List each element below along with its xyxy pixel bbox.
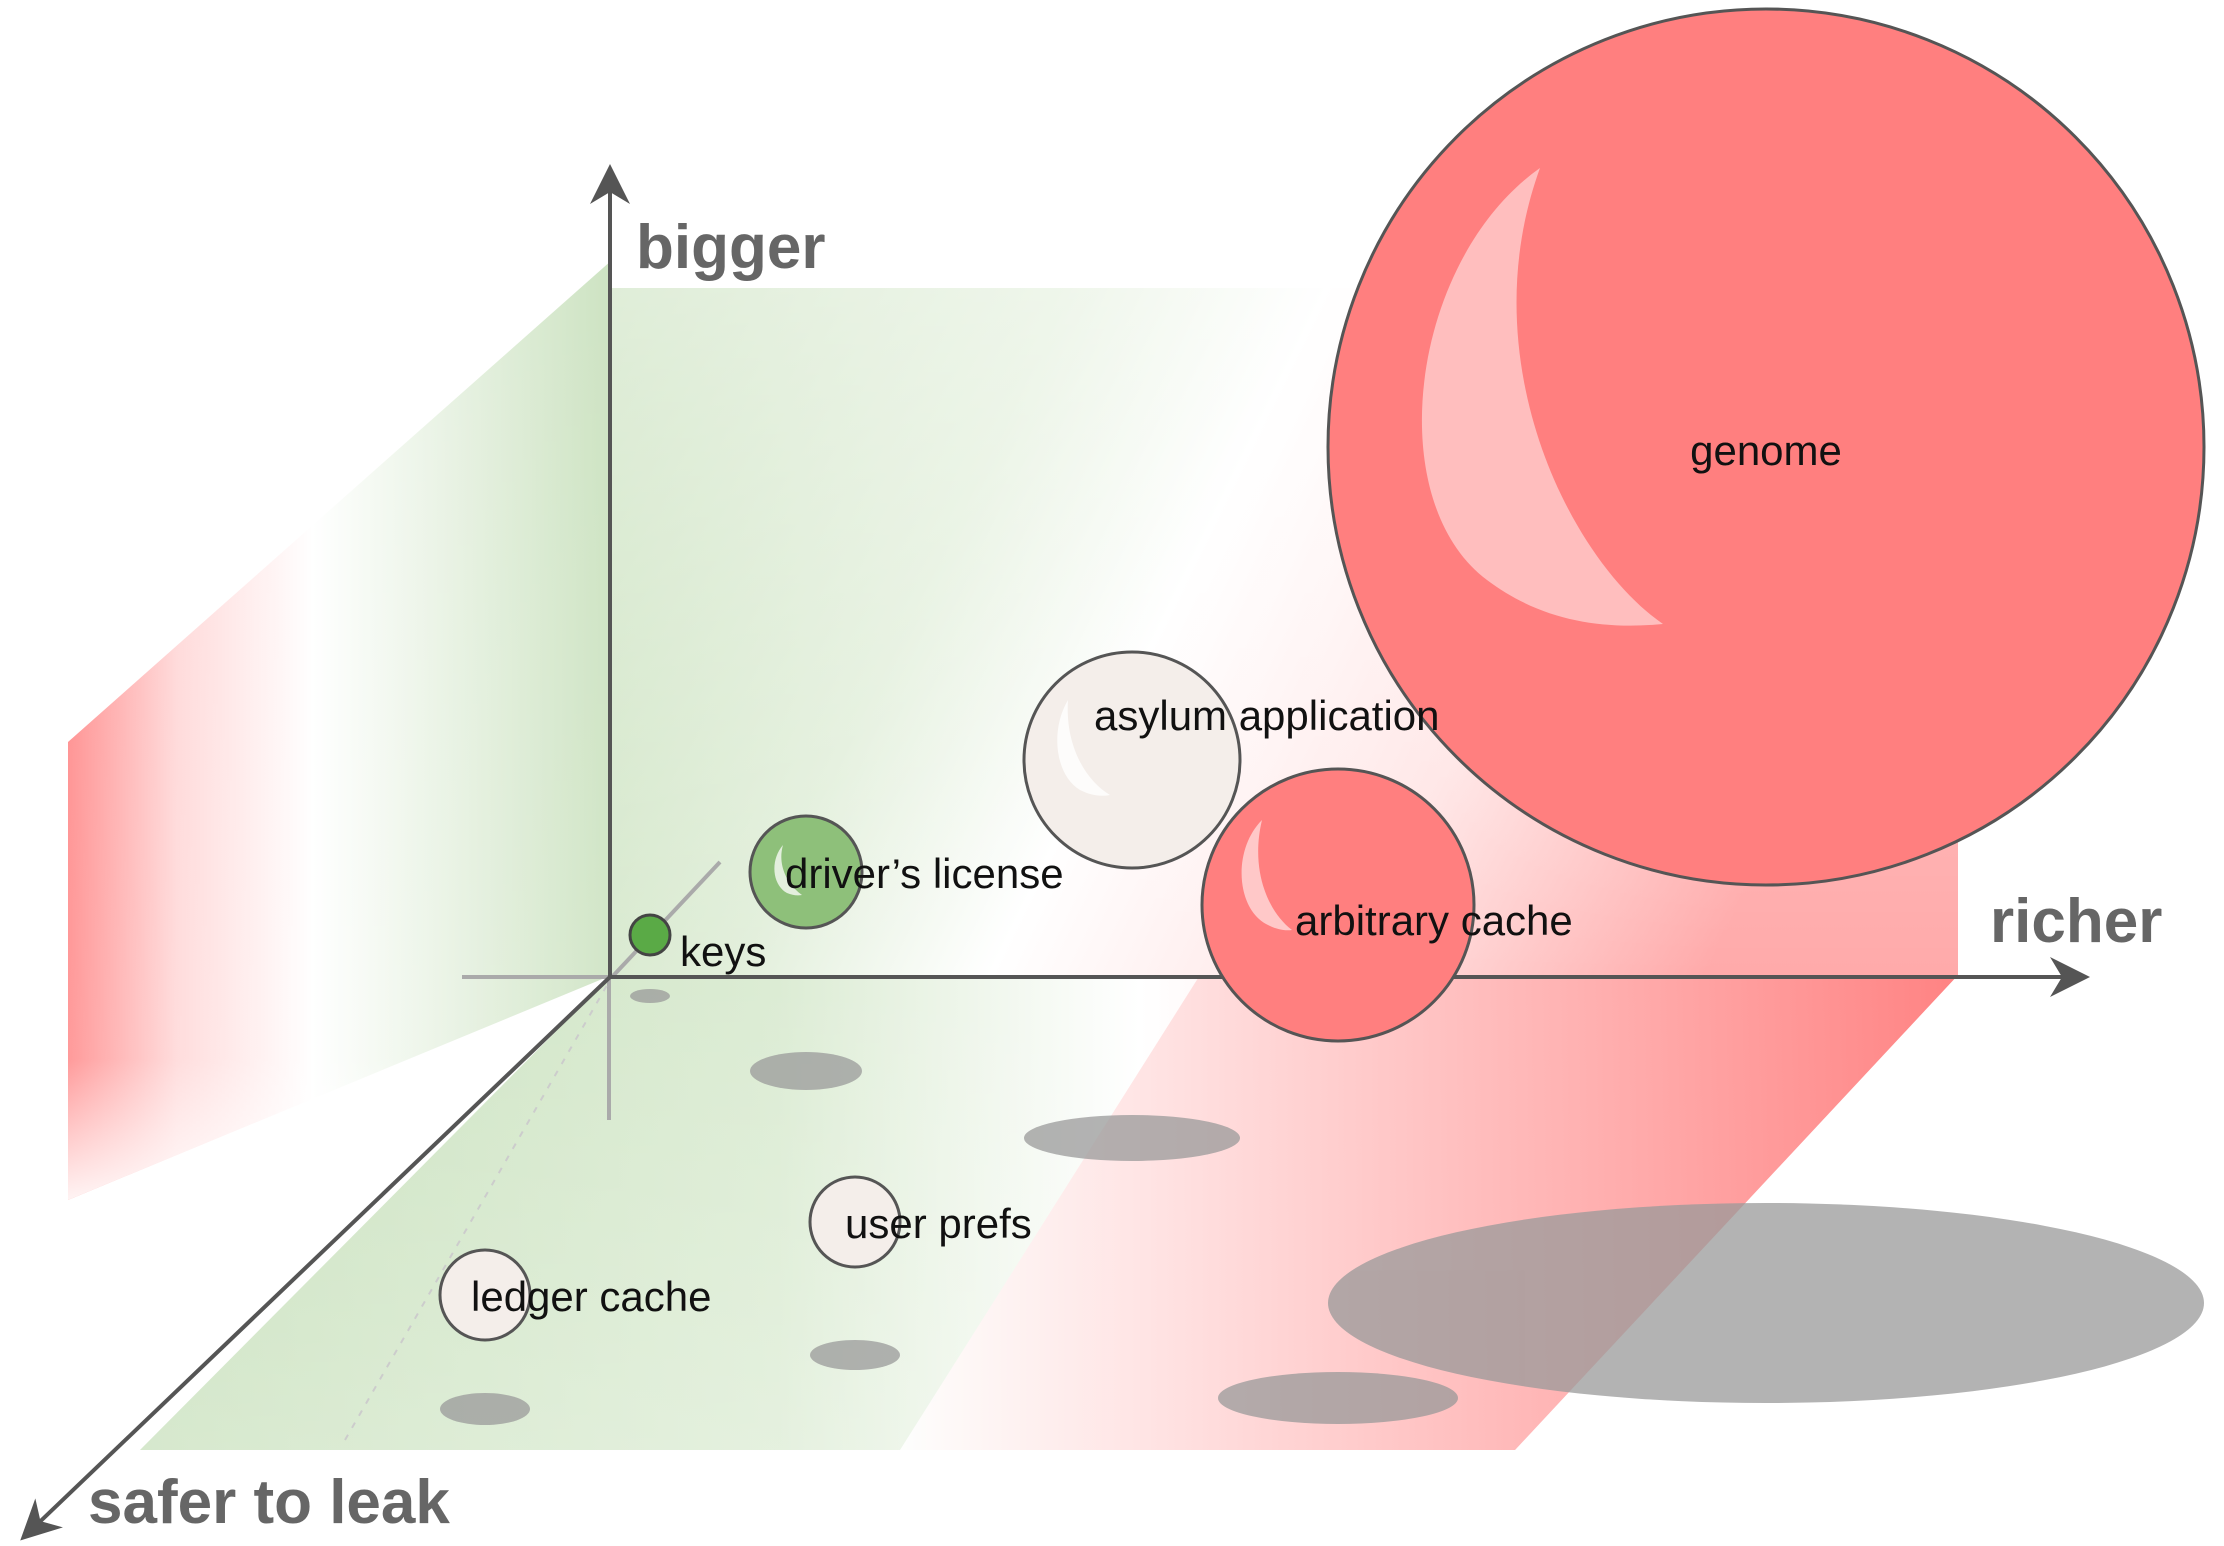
right-wall [900, 975, 1958, 1450]
shadow-arbitrary-cache [1218, 1372, 1458, 1424]
label-arbitrary-cache: arbitrary cache [1295, 897, 1573, 944]
bubble-keys: keys [628, 913, 766, 975]
shadows [440, 989, 2204, 1425]
shadow-keys [630, 989, 670, 1003]
vertical-axis-label: bigger [636, 213, 825, 282]
shadow-genome [1328, 1203, 2204, 1403]
bubble-asylum-application: asylum application [1022, 650, 1440, 870]
bubble-user-prefs: user prefs [808, 1175, 1032, 1269]
bubble-drivers-license: driver’s license [748, 814, 1064, 930]
guide-lines [344, 860, 722, 1441]
left-wall [68, 260, 612, 1200]
depth-axis [20, 975, 612, 1541]
label-ledger-cache: ledger cache [471, 1273, 712, 1320]
bubble-arbitrary-cache: arbitrary cache [1200, 767, 1573, 1043]
label-user-prefs: user prefs [845, 1200, 1032, 1247]
shadow-user-prefs [810, 1340, 900, 1370]
shadow-drivers-license [750, 1052, 862, 1090]
depth-axis-label: safer to leak [88, 1468, 450, 1537]
label-asylum-application: asylum application [1094, 692, 1440, 739]
shadow-asylum-application [1024, 1115, 1240, 1161]
label-genome: genome [1690, 427, 1842, 474]
bubble-ledger-cache: ledger cache [438, 1248, 712, 1342]
label-drivers-license: driver’s license [785, 850, 1064, 897]
bubble-genome: genome [1326, 7, 2206, 887]
horizontal-axis-label: richer [1990, 887, 2162, 956]
label-keys: keys [680, 928, 766, 975]
shadow-ledger-cache [440, 1393, 530, 1425]
